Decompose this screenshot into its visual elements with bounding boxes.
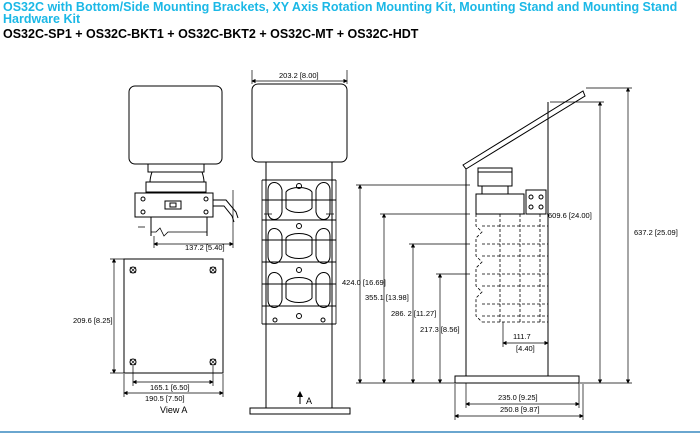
sensor-side-view: [128, 85, 239, 237]
dim-111: 111.7: [513, 332, 531, 341]
part-numbers: OS32C-SP1 + OS32C-BKT1 + OS32C-BKT2 + OS…: [3, 27, 419, 41]
dim-209: 209.6 [8.25]: [73, 316, 113, 325]
view-a-plate: [123, 258, 224, 374]
dim-165: 165.1 [6.50]: [150, 383, 190, 392]
dim-250: 250.8 [9.87]: [500, 405, 540, 414]
dimension-lines: [110, 70, 632, 420]
dim-217: 217.3 [8.56]: [420, 325, 460, 334]
view-a-label: View A: [160, 405, 187, 415]
dim-609: 609.6 [24.00]: [548, 211, 592, 220]
diagram-title: OS32C with Bottom/Side Mounting Brackets…: [3, 0, 678, 26]
dim-137: 137.2 [5.40]: [185, 243, 225, 252]
dim-235: 235.0 [9.25]: [498, 393, 538, 402]
dim-424: 424.0 [16.69]: [342, 278, 386, 287]
dim-286: 286. 2 [11.27]: [391, 309, 436, 318]
dim-355: 355.1 [13.98]: [365, 293, 409, 302]
dim-111-in: [4.40]: [516, 344, 535, 353]
bottom-divider: [0, 431, 700, 433]
dim-190: 190.5 [7.50]: [145, 394, 185, 403]
dim-637: 637.2 [25.09]: [634, 228, 678, 237]
arrow-a-label: A: [306, 396, 312, 406]
stand-side-view: [454, 90, 586, 384]
stand-front-view: [249, 83, 351, 415]
dim-203: 203.2 [8.00]: [279, 71, 319, 80]
